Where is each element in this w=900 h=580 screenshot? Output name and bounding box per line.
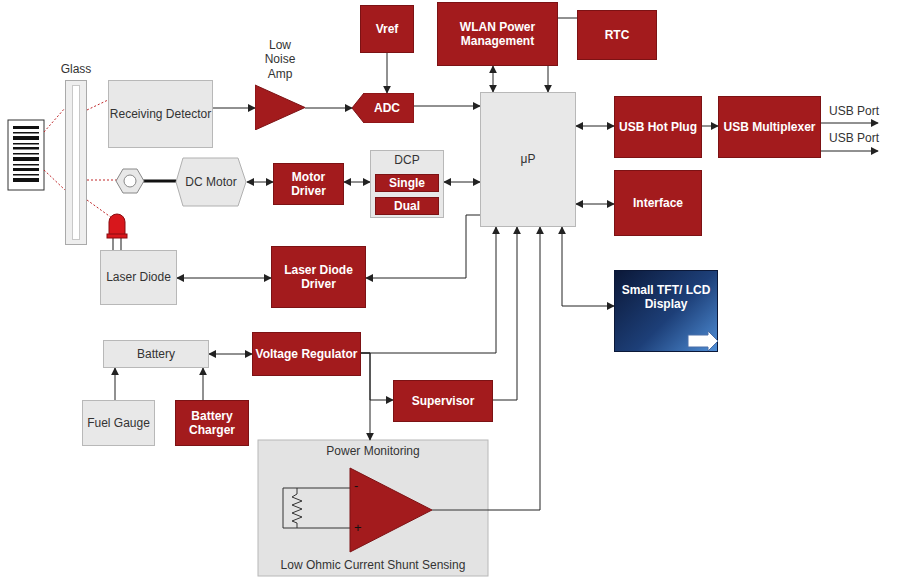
connector [488, 227, 540, 510]
node-label: Laser Diode [106, 270, 171, 284]
node-label: Fuel Gauge [87, 416, 150, 430]
glass-strip [65, 80, 87, 245]
port-label: USB Port [829, 104, 879, 118]
connector [203, 368, 204, 400]
node-label: μP [521, 152, 536, 166]
charger-box: Battery Charger [175, 400, 249, 446]
interface-box: Interface [614, 170, 702, 236]
connector [361, 353, 393, 400]
node-label: Voltage Regulator [256, 347, 358, 361]
port-label: USB Port [829, 131, 879, 145]
connector [702, 126, 718, 127]
connector [387, 53, 388, 93]
node-label: Receiving Detector [110, 107, 211, 121]
connector [361, 353, 370, 440]
dcp-group: DCP SingleDual [370, 150, 444, 218]
power-monitoring-panel [258, 440, 488, 576]
pin-sign: + [354, 520, 362, 535]
connector [562, 227, 614, 306]
connector [361, 227, 496, 353]
connector [493, 66, 494, 92]
node-label: RTC [605, 28, 630, 42]
connector [177, 278, 271, 279]
connector [576, 126, 614, 127]
connector [576, 204, 614, 205]
regulator-box: Voltage Regulator [252, 332, 361, 376]
node-label: DC Motor [185, 175, 236, 189]
node-label: Glass [61, 62, 92, 76]
node-label: Small TFT/ LCD Display [615, 283, 717, 312]
power-monitor-panel: Power MonitoringLow Ohmic Current Shunt … [258, 440, 488, 576]
node-label: DCP [394, 153, 419, 167]
clock-box: RTC [577, 10, 657, 60]
laser-box: Laser Diode [100, 250, 177, 305]
supervisor-box: Supervisor [393, 380, 493, 422]
connector [305, 108, 352, 109]
connector [344, 182, 370, 183]
laser-led-symbol [107, 214, 127, 251]
battery-box: Battery [103, 340, 209, 368]
connector [444, 182, 480, 183]
motor-body: DC Motor [175, 157, 247, 207]
node-label: USB Hot Plug [619, 120, 697, 134]
node-label: USB Multiplexer [723, 120, 815, 134]
node-note: Low Ohmic Current Shunt Sensing [281, 558, 466, 572]
motor-driver-box: Motor Driver [273, 163, 344, 205]
node-label: Interface [633, 196, 683, 210]
node-label: Vref [376, 22, 399, 36]
node-label: Dual [394, 199, 420, 213]
display-box: Small TFT/ LCD Display [614, 270, 718, 352]
connector [209, 354, 252, 355]
mode-box: Dual [375, 197, 439, 215]
usb-hotplug-box: USB Hot Plug [614, 96, 702, 158]
barcode [8, 120, 44, 190]
connector [115, 368, 116, 400]
node-label: Battery [137, 347, 175, 361]
glass-window: Glass [59, 62, 93, 245]
node-label: Battery Charger [176, 409, 248, 438]
connector [213, 108, 255, 109]
connector [366, 215, 480, 278]
connector [493, 227, 517, 400]
node-label: Motor Driver [274, 170, 343, 199]
node-label: WLAN Power Management [438, 20, 557, 49]
node-label: Power Monitoring [326, 444, 419, 458]
adc-block: ADC [352, 93, 414, 123]
polygon-mirror [116, 169, 176, 193]
node-label: ADC [374, 101, 400, 115]
connector [414, 106, 480, 107]
connector [247, 182, 273, 183]
node-label: Single [389, 176, 425, 190]
laser-driver-box: Laser Diode Driver [271, 246, 366, 308]
fuel-gauge-box: Fuel Gauge [82, 400, 155, 446]
shunt-sense-amplifier [283, 468, 488, 552]
processor-box: μP [480, 92, 576, 227]
node-label: Low Noise Amp [255, 38, 305, 81]
node-label: Supervisor [412, 394, 475, 408]
amplifier-triangle: Low Noise Amp [255, 38, 305, 130]
usb-mux-box: USB Multiplexer [718, 96, 821, 158]
detector-box: Receiving Detector [108, 80, 213, 148]
pin-sign: - [354, 478, 358, 493]
reference-box: Vref [360, 5, 414, 53]
power-management-box: WLAN Power Management [437, 2, 558, 66]
node-label: Laser Diode Driver [272, 263, 365, 292]
mode-box: Single [375, 174, 439, 192]
